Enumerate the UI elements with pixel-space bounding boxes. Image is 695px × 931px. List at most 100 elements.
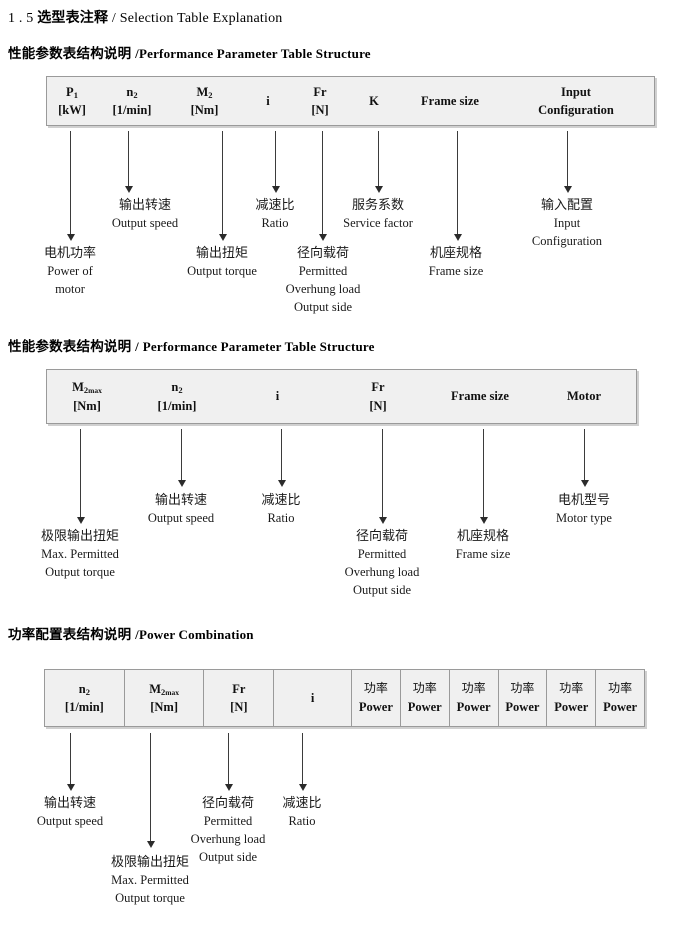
note-ratio-cn: 减速比 <box>255 198 295 213</box>
note-max-permitted-output-torque-en-2: Output torque <box>45 565 115 580</box>
section-2-heading-en: Performance Parameter Table Structure <box>142 339 375 354</box>
note-ratio-3-cn: 减速比 <box>282 796 322 811</box>
table3-col-power-4-cn: 功率 <box>510 681 535 696</box>
note-permitted-overhung-load: 径向载荷 Permitted Overhung load Output side <box>286 245 361 317</box>
table3-col-power-2: 功率 Power <box>399 670 449 726</box>
table1-col-m2-unit: [Nm] <box>190 103 219 117</box>
note-input-configuration-en-2: Configuration <box>531 234 603 249</box>
table3-col-power-4-en: Power <box>505 699 540 714</box>
arrow-to-permitted-overhung-load-2 <box>378 429 387 524</box>
table1-col-fr-unit: [N] <box>311 103 329 117</box>
note-power-of-motor-en-1: Power of <box>47 264 93 279</box>
arrow-to-permitted-overhung-load <box>318 131 327 241</box>
note-output-speed-cn: 输出转速 <box>118 198 171 213</box>
table2-col-i-symbol: i <box>275 389 280 404</box>
section-1-heading-sep: / <box>135 46 139 61</box>
note-service-factor-cn: 服务系数 <box>351 198 405 213</box>
power-combination-table: n2 [1/min] M2max [Nm] Fr [N] i 功率 Power … <box>44 669 645 727</box>
note-ratio-3-en-1: Ratio <box>288 814 316 829</box>
table2-col-motor: Motor <box>532 370 636 423</box>
table3-col-power-6-cn: 功率 <box>608 681 633 696</box>
arrow-to-output-speed-2 <box>177 429 186 487</box>
note-motor-type: 电机型号 Motor type <box>556 492 612 528</box>
note-permitted-overhung-load-3-en-2: Overhung load <box>190 832 266 847</box>
table2-col-n2: n2 [1/min] <box>127 370 227 423</box>
table2-col-fr: Fr [N] <box>328 370 428 423</box>
section-3-heading-en: Power Combination <box>138 627 254 642</box>
note-frame-size-2-cn: 机座规格 <box>456 529 509 544</box>
table3-col-fr-unit: [N] <box>230 700 248 714</box>
table1-col-i: i <box>242 77 294 125</box>
note-power-of-motor: 电机功率 Power of motor <box>44 245 96 299</box>
note-permitted-overhung-load-cn: 径向载荷 <box>296 246 350 261</box>
note-permitted-overhung-load-3: 径向载荷 Permitted Overhung load Output side <box>191 795 266 867</box>
table3-col-fr: Fr [N] <box>203 670 273 726</box>
note-input-configuration-en-1: Input <box>553 216 581 231</box>
section-2-heading: 性能参数表结构说明 / Performance Parameter Table … <box>8 335 375 356</box>
arrow-to-ratio-3 <box>298 733 307 791</box>
arrow-to-permitted-overhung-load-3 <box>224 733 233 791</box>
note-service-factor-en-1: Service factor <box>343 216 413 231</box>
table3-col-m2max-unit: [Nm] <box>150 700 178 714</box>
table3-col-m2max-symbol: M2max <box>149 681 179 697</box>
table3-col-power-3-en: Power <box>456 699 491 714</box>
note-ratio: 减速比 Ratio <box>255 197 294 233</box>
table2-col-fr-symbol: Fr <box>371 380 385 395</box>
table1-col-n2-symbol: n2 <box>126 84 138 100</box>
table3-col-m2max: M2max [Nm] <box>123 670 204 726</box>
note-output-speed-2: 输出转速 Output speed <box>148 492 214 528</box>
note-frame-size-2: 机座规格 Frame size <box>456 528 511 564</box>
table3-col-power-6-en: Power <box>603 699 638 714</box>
arrow-to-max-permitted-output-torque <box>76 429 85 524</box>
note-permitted-overhung-load-3-cn: 径向载荷 <box>201 796 255 811</box>
note-output-torque: 输出扭矩 Output torque <box>187 245 257 281</box>
table3-col-power-5-en: Power <box>554 699 589 714</box>
note-ratio-2-en-1: Ratio <box>267 511 295 526</box>
table2-col-i: i <box>227 370 328 423</box>
note-output-speed-2-cn: 输出转速 <box>154 493 207 508</box>
note-ratio-2-cn: 减速比 <box>261 493 301 508</box>
table2-col-frame-size-label: Frame size <box>451 389 509 404</box>
note-output-speed: 输出转速 Output speed <box>112 197 178 233</box>
table1-col-fr-symbol: Fr <box>313 84 327 99</box>
section-3-heading-cn: 功率配置表结构说明 <box>8 627 132 643</box>
note-permitted-overhung-load-en-1: Permitted <box>298 264 348 279</box>
arrow-to-frame-size <box>453 131 462 241</box>
note-max-permitted-output-torque-3-en-2: Output torque <box>115 891 185 906</box>
table1-col-m2: M2 [Nm] <box>167 77 242 125</box>
note-input-configuration-cn: 输入配置 <box>540 198 594 213</box>
section-3-heading: 功率配置表结构说明 /Power Combination <box>8 623 254 644</box>
note-output-speed-3: 输出转速 Output speed <box>37 795 103 831</box>
arrow-to-output-speed <box>124 131 133 193</box>
table1-col-n2: n2 [1/min] <box>97 77 167 125</box>
section-2-heading-cn: 性能参数表结构说明 <box>8 339 132 355</box>
table3-col-i: i <box>273 670 351 726</box>
arrow-to-motor-type <box>580 429 589 487</box>
arrow-to-input-configuration <box>563 131 572 193</box>
section-2-heading-sep: / <box>135 339 139 354</box>
table3-col-n2-unit: [1/min] <box>64 700 104 714</box>
note-input-configuration: 输入配置 Input Configuration <box>532 197 602 251</box>
note-frame-size: 机座规格 Frame size <box>429 245 484 281</box>
arrow-to-frame-size-2 <box>479 429 488 524</box>
table1-col-input-configuration: Input Configuration <box>498 77 654 125</box>
note-permitted-overhung-load-2-cn: 径向载荷 <box>355 529 409 544</box>
table1-col-input-line1: Input <box>561 84 591 99</box>
note-power-of-motor-en-2: motor <box>55 282 85 297</box>
note-permitted-overhung-load-2-en-1: Permitted <box>357 547 407 562</box>
note-frame-size-en-1: Frame size <box>428 264 484 279</box>
table2-col-m2max: M2max [Nm] <box>47 370 127 423</box>
note-output-speed-2-en-1: Output speed <box>147 511 215 526</box>
page-title-en: Selection Table Explanation <box>119 11 283 26</box>
table2-col-m2max-symbol: M2max <box>72 380 102 396</box>
note-motor-type-cn: 电机型号 <box>557 493 610 508</box>
table3-col-power-2-cn: 功率 <box>412 681 437 696</box>
table1-col-k: K <box>346 77 402 125</box>
section-1-heading: 性能参数表结构说明 /Performance Parameter Table S… <box>8 42 371 63</box>
section-number: 1 . 5 <box>8 11 34 26</box>
note-max-permitted-output-torque-en-1: Max. Permitted <box>41 547 119 562</box>
section-1-heading-en: Performance Parameter Table Structure <box>138 46 371 61</box>
note-ratio-2: 减速比 Ratio <box>261 492 300 528</box>
arrow-to-max-permitted-output-torque-3 <box>146 733 155 848</box>
